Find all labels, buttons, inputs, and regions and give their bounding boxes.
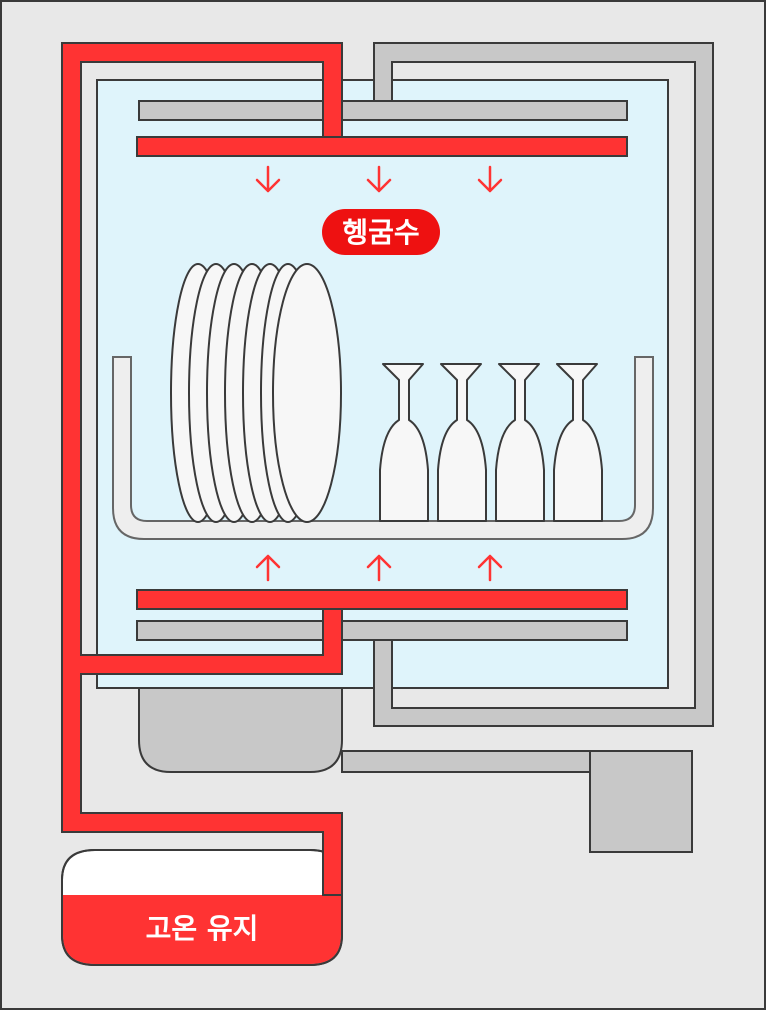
wine-glass-icon	[553, 363, 603, 522]
plates	[170, 263, 342, 523]
rinse-water-label: 헹굼수	[342, 216, 419, 249]
drain-box	[589, 750, 693, 853]
high-temp-label: 고온 유지	[146, 912, 259, 945]
rinse-water-badge	[322, 209, 440, 255]
lower-red-spray-arm	[136, 589, 628, 610]
wine-glass-icon	[437, 363, 487, 522]
heater-tank-outline	[61, 849, 343, 966]
heater-tank-hot-water	[63, 895, 341, 964]
sump-tank	[138, 687, 343, 773]
drain-pipe	[341, 750, 593, 773]
upper-red-spray-arm	[136, 136, 628, 157]
arrow-down-icon	[477, 165, 503, 193]
dish-rack	[112, 356, 654, 540]
arrow-down-icon	[255, 165, 281, 193]
arrow-down-icon	[366, 165, 392, 193]
plate-icon	[272, 263, 342, 523]
wine-glass-icon	[495, 363, 545, 522]
lower-grey-spray-arm	[136, 620, 628, 641]
upper-grey-spray-arm	[138, 100, 628, 121]
arrow-up-icon	[366, 554, 392, 582]
arrow-up-icon	[255, 554, 281, 582]
wine-glass-icon	[379, 363, 429, 522]
arrow-up-icon	[477, 554, 503, 582]
